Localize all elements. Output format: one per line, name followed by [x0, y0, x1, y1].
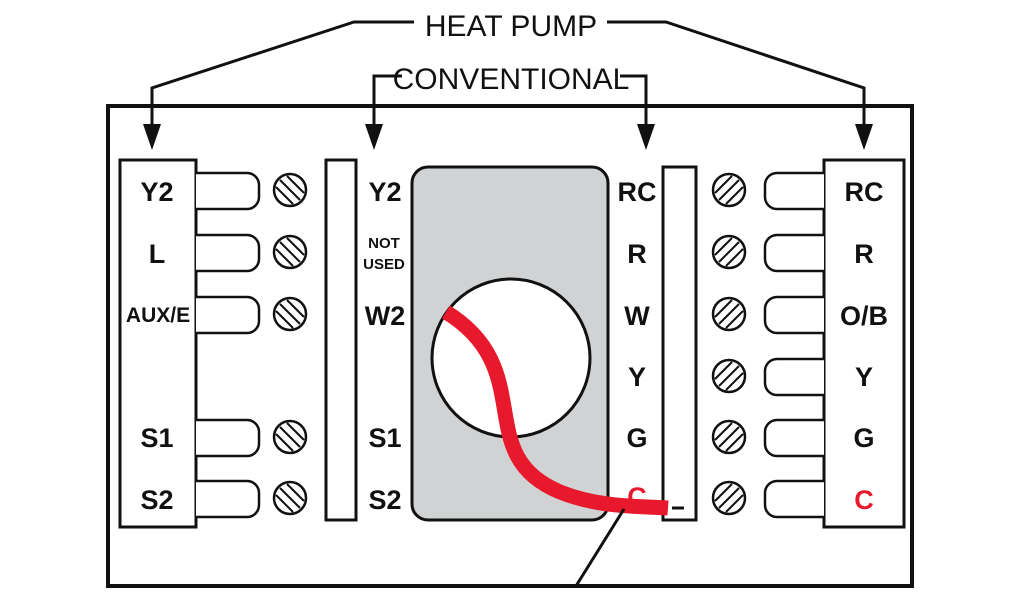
terminal-label: R [854, 239, 874, 269]
left-outer-labels: Y2 L AUX/E S1 S2 [126, 177, 190, 515]
heat-pump-arrow-left [143, 124, 161, 150]
left-outer-terminal-strip [118, 158, 198, 529]
heat-pump-label: HEAT PUMP [425, 10, 597, 43]
conventional-leader-right [620, 74, 648, 128]
terminal-slot[interactable] [763, 171, 824, 211]
terminal-label: S2 [368, 485, 401, 515]
conventional-arrow-left [365, 124, 383, 150]
terminal-slot[interactable] [763, 295, 824, 335]
terminal-slot[interactable] [196, 171, 261, 211]
terminal-label: Y [855, 362, 873, 392]
right-inner-terminal-strip [661, 165, 698, 522]
c-wire [441, 305, 669, 516]
terminal-slot[interactable] [763, 418, 824, 458]
screw-icon[interactable] [711, 419, 747, 455]
terminal-label: Y [628, 362, 646, 392]
terminal-label: RC [845, 177, 884, 207]
terminal-label: R [627, 239, 647, 269]
terminal-slot[interactable] [763, 233, 824, 273]
terminal-slot[interactable] [196, 295, 261, 335]
wire-leader-line [574, 508, 626, 587]
screw-icon[interactable] [272, 234, 308, 270]
screw-icon[interactable] [272, 480, 308, 516]
conventional-label: CONVENTIONAL [393, 63, 630, 96]
terminal-label: RC [618, 177, 657, 207]
screw-icon[interactable] [711, 480, 747, 516]
not-used-label-line1: NOT [368, 235, 400, 252]
right-inner-labels: RC R W Y G C [618, 177, 657, 512]
right-outer-terminal-strip [822, 158, 906, 529]
terminal-label: Y2 [368, 177, 401, 207]
left-terminal-connectors [196, 171, 308, 519]
not-used-label-line2: USED [363, 256, 405, 273]
screw-icon[interactable] [272, 172, 308, 208]
terminal-label: W2 [365, 301, 406, 331]
right-outer-labels: RC R O/B Y G C [840, 177, 888, 515]
conventional-leader-left [372, 74, 402, 128]
terminal-slot[interactable] [196, 418, 261, 458]
terminal-label: S2 [140, 485, 173, 515]
wallplate-outline [106, 104, 914, 588]
heat-pump-arrow-right [855, 124, 873, 150]
terminal-slot[interactable] [196, 233, 261, 273]
screw-icon[interactable] [272, 296, 308, 332]
left-inner-labels: Y2 NOT USED W2 S1 S2 [363, 177, 405, 515]
right-terminal-connectors [711, 171, 824, 519]
conventional-arrow-right [637, 124, 655, 150]
screw-icon[interactable] [711, 296, 747, 332]
terminal-slot[interactable] [763, 357, 824, 397]
screw-icon[interactable] [711, 172, 747, 208]
terminal-label: S1 [368, 423, 401, 453]
terminal-label: Y2 [140, 177, 173, 207]
screw-icon[interactable] [711, 234, 747, 270]
screw-icon[interactable] [711, 358, 747, 394]
left-inner-terminal-strip [324, 158, 358, 522]
terminal-label: W [624, 301, 650, 331]
terminal-label: G [853, 423, 874, 453]
terminal-label: AUX/E [126, 304, 190, 327]
screw-icon[interactable] [272, 419, 308, 455]
terminal-label-c-outer: C [854, 485, 874, 515]
terminal-label: L [149, 239, 166, 269]
terminal-slot[interactable] [196, 479, 261, 519]
terminal-label: S1 [140, 423, 173, 453]
terminal-label: O/B [840, 301, 888, 331]
terminal-slot[interactable] [763, 479, 824, 519]
terminal-label: G [626, 423, 647, 453]
